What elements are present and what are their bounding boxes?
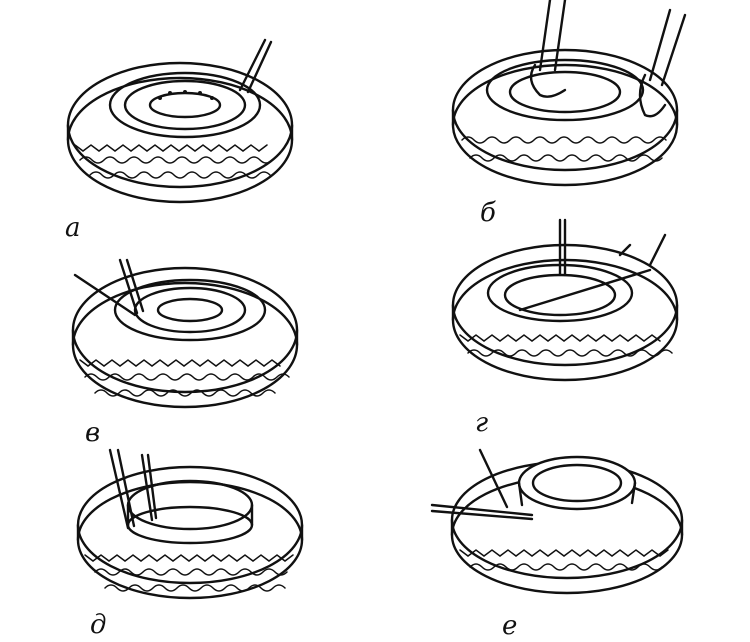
panel-label-g: г: [475, 408, 489, 438]
panel-a: а: [55, 30, 305, 250]
panel-label-d: д: [90, 610, 107, 640]
tire-illustration-e: [430, 448, 684, 595]
tire-illustration-v: [71, 258, 299, 409]
tire-illustration-a: [66, 38, 294, 204]
panel-label-b: б: [480, 198, 496, 228]
tire-illustration-g: [451, 218, 679, 382]
panel-label-e: е: [502, 611, 518, 641]
panel-e: е: [430, 445, 692, 642]
panel-v: в: [55, 255, 305, 455]
panel-label-v: в: [85, 418, 101, 448]
panel-label-a: а: [65, 213, 81, 243]
tire-illustration-b: [451, 0, 687, 187]
panel-b: б: [440, 0, 690, 230]
panel-g: г: [440, 215, 690, 445]
panel-d: д: [70, 448, 310, 642]
tire-illustration-d: [76, 448, 304, 600]
